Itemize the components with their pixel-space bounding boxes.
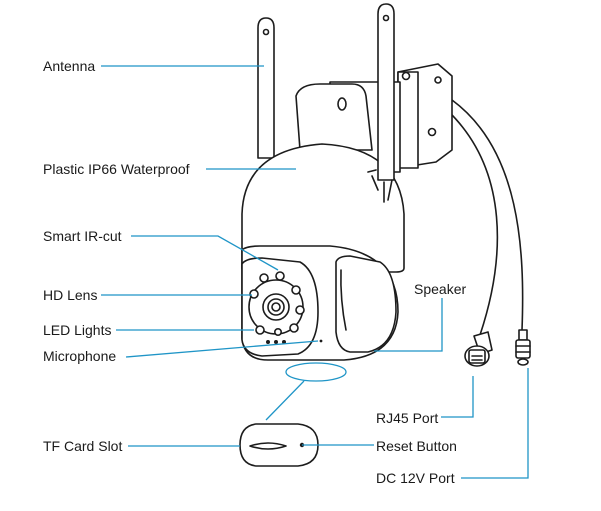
label-tf-card-slot: TF Card Slot	[43, 438, 123, 454]
label-plastic-ip66: Plastic IP66 Waterproof	[43, 161, 190, 177]
label-rj45-port: RJ45 Port	[376, 410, 439, 426]
label-antenna: Antenna	[43, 58, 96, 74]
label-led-lights: LED Lights	[43, 322, 112, 338]
network-cable	[446, 109, 499, 336]
rj45-connector	[464, 331, 493, 367]
tf-slot-pointer	[265, 380, 305, 421]
label-smart-ir-cut: Smart IR-cut	[43, 228, 122, 244]
dc-connector	[515, 329, 531, 366]
label-hd-lens: HD Lens	[43, 287, 98, 303]
speaker-grille	[340, 269, 347, 331]
upper-housing	[295, 83, 373, 151]
lens-cluster	[248, 271, 305, 344]
tf-slot-highlight	[285, 362, 347, 382]
tf-card-slot-detail	[239, 423, 319, 467]
antenna-left	[257, 17, 275, 159]
power-cable	[451, 99, 524, 331]
label-microphone: Microphone	[43, 348, 117, 364]
label-dc-12v-port: DC 12V Port	[376, 470, 455, 486]
label-speaker: Speaker	[414, 281, 467, 297]
leader-lines	[101, 65, 529, 479]
label-reset-button: Reset Button	[376, 438, 457, 454]
antenna-right	[367, 3, 395, 203]
